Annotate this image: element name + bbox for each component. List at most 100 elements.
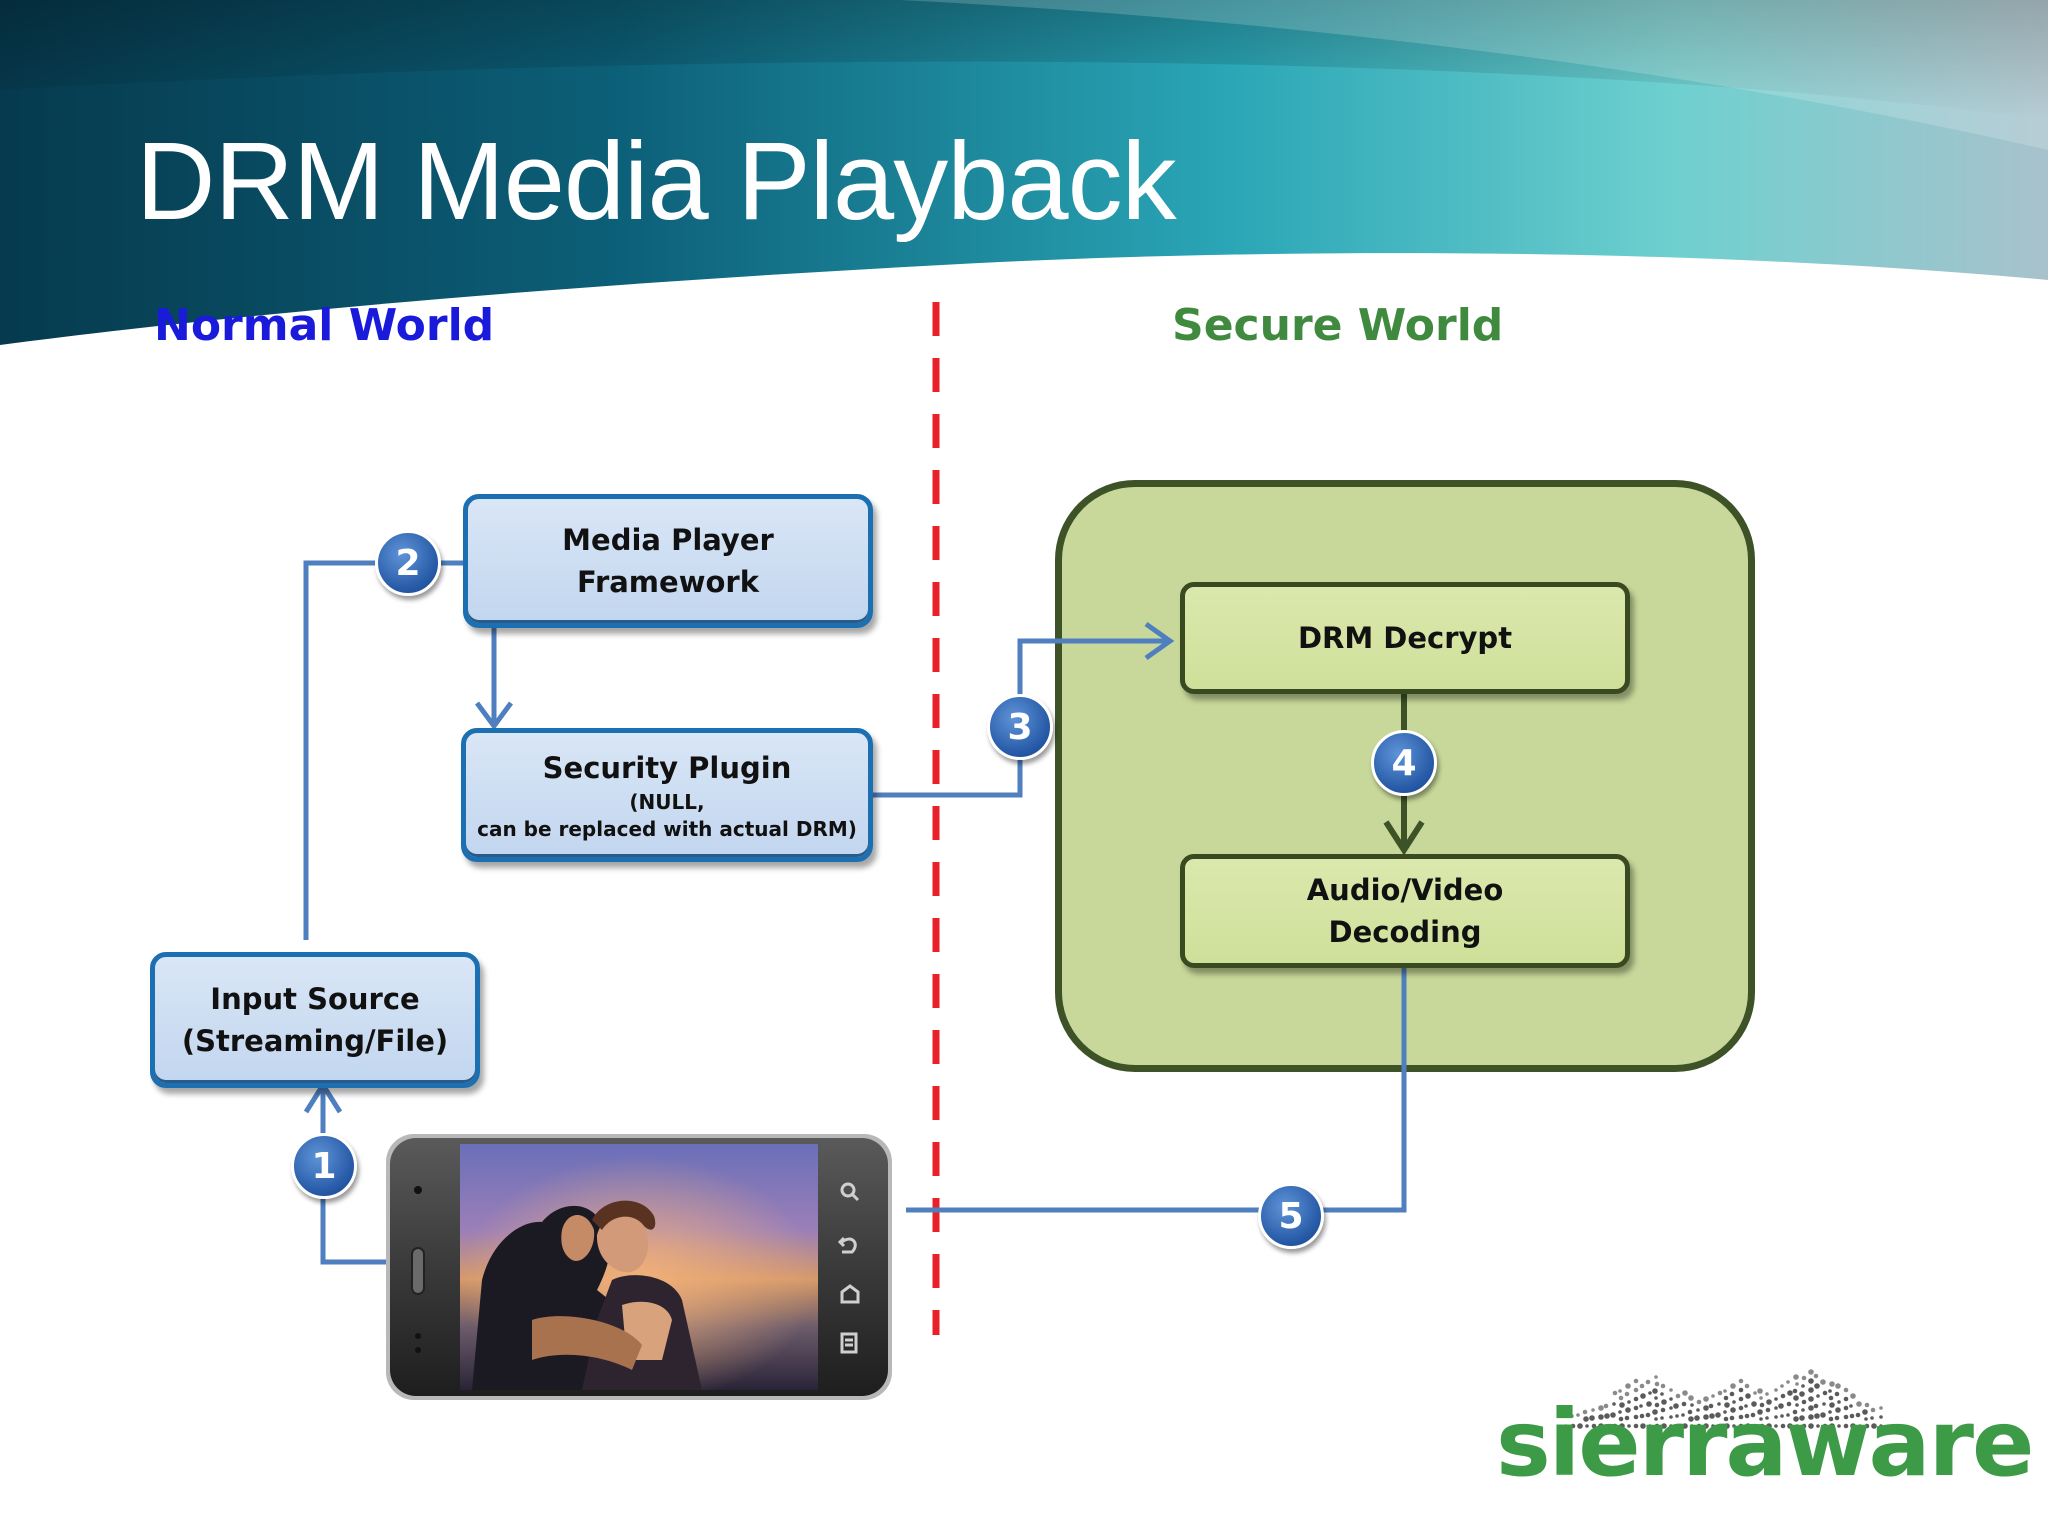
logo-dot (1766, 1399, 1772, 1405)
logo-dot (1703, 1396, 1709, 1402)
logo-dot (1730, 1407, 1736, 1413)
logo-dot (1646, 1401, 1652, 1407)
logo-dot (1640, 1423, 1646, 1429)
logo-dot (1808, 1378, 1814, 1384)
logo-dot (1661, 1399, 1667, 1405)
logo-dot (1801, 1375, 1807, 1381)
step-badge-1: 1 (291, 1133, 357, 1199)
logo-dot (1801, 1423, 1807, 1429)
logo-dot (1801, 1384, 1805, 1388)
logo-dot (1793, 1374, 1799, 1380)
logo-dot (1765, 1407, 1771, 1413)
logo-dot (1681, 1401, 1687, 1407)
drm-decrypt-box: DRM Decrypt (1180, 582, 1630, 694)
logo-dot (1738, 1414, 1744, 1420)
logo-dot (1669, 1397, 1673, 1401)
security-plugin-note-2: can be replaced with actual DRM) (477, 817, 857, 841)
logo-dot (1618, 1389, 1622, 1393)
logo-dot (1780, 1384, 1784, 1388)
logo-dot (1708, 1403, 1714, 1409)
logo-dot (1576, 1413, 1580, 1417)
logo-dot (1843, 1423, 1849, 1429)
logo-dot (1751, 1401, 1757, 1407)
input-source-line-2: (Streaming/File) (181, 1024, 449, 1058)
logo-dot (1786, 1380, 1790, 1384)
logo-dot (1633, 1396, 1639, 1402)
logo-dot (1577, 1423, 1583, 1429)
logo-dot (1732, 1424, 1736, 1428)
logo-dot (1808, 1387, 1814, 1393)
logo-dot (1619, 1402, 1625, 1408)
logo-dot (1703, 1414, 1709, 1420)
logo-dot (1703, 1405, 1709, 1411)
logo-dot (1660, 1416, 1664, 1420)
logo-dot (1589, 1415, 1595, 1421)
logo-dot (1750, 1412, 1756, 1418)
logo-dot (1633, 1414, 1639, 1420)
logo-dot (1778, 1403, 1784, 1409)
logo-dot (1822, 1402, 1826, 1406)
logo-dot (1688, 1416, 1694, 1422)
logo-dot (1820, 1412, 1826, 1418)
phone-icon (386, 1134, 892, 1400)
logo-dot (1843, 1396, 1849, 1402)
logo-dot (1829, 1423, 1835, 1429)
logo-dot (1745, 1423, 1751, 1429)
logo-dot (1618, 1395, 1624, 1401)
logo-dot (1688, 1395, 1694, 1401)
logo-dot (1625, 1407, 1631, 1413)
logo-dot (1717, 1390, 1723, 1396)
logo-dot (1759, 1423, 1765, 1429)
logo-dot (1583, 1416, 1589, 1422)
logo-dot (1669, 1415, 1673, 1419)
logo-dot (1648, 1424, 1652, 1428)
logo-dot (1612, 1390, 1618, 1396)
logo-dot (1591, 1408, 1595, 1412)
logo-dot (1660, 1383, 1666, 1389)
logo-dot (1603, 1403, 1609, 1409)
logo-dot (1723, 1395, 1729, 1401)
step-badge-5: 5 (1258, 1183, 1324, 1249)
logo-dot (1774, 1397, 1778, 1401)
logo-dot (1682, 1423, 1688, 1429)
logo-dot (1774, 1424, 1778, 1428)
logo-dot (1765, 1416, 1769, 1420)
logo-dot (1723, 1389, 1727, 1393)
logo-dot (1648, 1391, 1652, 1395)
logo-dot (1822, 1390, 1828, 1396)
logo-dot (1738, 1387, 1744, 1393)
av-decoding-box: Audio/Video Decoding (1180, 854, 1630, 968)
logo-dot (1730, 1383, 1736, 1389)
logo-dot (1828, 1389, 1832, 1393)
logo-dot (1843, 1387, 1849, 1393)
drm-decrypt-label: DRM Decrypt (1297, 621, 1513, 655)
logo-dot (1639, 1383, 1645, 1389)
logo-dot (1604, 1413, 1610, 1419)
logo-dot (1834, 1415, 1840, 1421)
normal-world-label: Normal World (154, 300, 495, 351)
arrow-step-5 (906, 968, 1407, 1213)
logo-dot (1732, 1400, 1736, 1404)
logo-dot (1879, 1415, 1883, 1419)
logo-dot (1850, 1393, 1856, 1399)
logo-dot (1871, 1423, 1877, 1429)
logo-dot (1669, 1406, 1673, 1410)
logo-dot (1645, 1412, 1651, 1418)
logo-dot (1729, 1415, 1735, 1421)
logo-dot (1780, 1393, 1786, 1399)
logo-dot (1801, 1408, 1805, 1412)
logo-dot (1856, 1401, 1862, 1407)
logo-dot (1843, 1414, 1849, 1420)
logo-dot (1834, 1391, 1840, 1397)
logo-dot (1660, 1392, 1664, 1396)
logo-mountain-dots (1564, 1369, 1883, 1429)
logo-dot (1837, 1400, 1841, 1404)
logo-dot (1724, 1402, 1730, 1408)
logo-dot (1870, 1416, 1874, 1420)
logo-dot (1696, 1408, 1700, 1412)
logo-dot (1808, 1405, 1814, 1411)
logo-dot (1717, 1423, 1723, 1429)
logo-dot (1793, 1395, 1799, 1401)
logo-dot (1640, 1393, 1646, 1399)
